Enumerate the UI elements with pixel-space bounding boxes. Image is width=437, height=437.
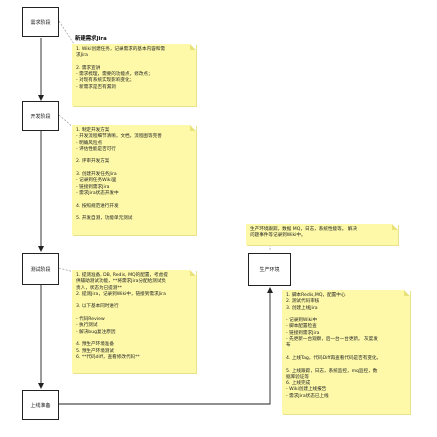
stage-label: 测试阶段 [30,266,51,273]
note-line: 1. 制定开发方案 [76,128,110,133]
note-production-launch: 1. 脚本Redis,MQ，配置中心 2. 测试代码审核 3. 创建上线Jira… [282,290,410,414]
note-production-tracking: 生产环境跟踪，数据 MQ，日志，系统性能等。 解决 问题事件等记录到Wiki中。 [246,224,398,245]
note-line: 据库验证等 [286,374,309,380]
stage-label: 需求阶段 [30,19,51,26]
stage-label: 开发阶段 [30,113,51,120]
note-line: 2. 提测Jira，记录到Wiki中，链接到需求Jira [76,291,166,297]
note-line: - 需求Jira状态开发中 [76,190,119,196]
note-line: - 开发流程细节清晰，文档，流程图等完善 [76,134,162,140]
note-line: 1. Wiki创建任务，记录需求的基本内容和需 [76,47,165,52]
note-line: - 脚本配置检查 [286,324,317,330]
note-line: - 记录到Wiki中 [286,318,318,324]
note-line: 供辅助测试功能，**将需求Jira分配给测试负 [76,279,167,285]
note-line: 1. 脚本Redis,MQ，配置中心 [286,293,346,298]
diagram-title: 新建需求Jira [75,36,107,42]
note-line: - 评估性能是否可行 [76,146,116,152]
note-line: 生产环境跟踪，数据 MQ，日志，系统性能等。 解决 [250,227,357,232]
note-line: - 执行测试 [76,323,98,329]
note-line: 4. 上线Tag，代码Diff再查看代码是否有变化。 [286,355,382,361]
note-requirements: 1. Wiki创建任务，记录需求的基本内容和需 求Jira 2. 需求宣讲 - … [72,44,196,106]
production-environment-box[interactable]: 生产环境 [248,253,291,286]
note-line: - 链接到需求Jira [76,184,110,190]
note-line: - 代码Review [76,317,105,323]
note-line: - 需求梳理，需要的功能点，修改点； [76,72,153,78]
note-line: - 需求Jira状态已上线 [286,393,329,399]
stage-label: 上线准备 [30,402,51,409]
note-line: 3. 以下基本同时进行 [76,304,119,310]
note-line: 责人，状态为已提测** [76,285,122,291]
stage-launch-prep[interactable]: 上线准备 [22,390,59,420]
note-line: 2. 需求宣讲 [76,65,101,71]
note-line: 2. 评审开发方案 [76,159,110,165]
note-line: - 先更新一台观察，后一台一台更新。 灰度发 [286,337,378,343]
note-line: - 记录到任务Wiki里 [76,178,117,184]
note-line: - 解决bug复注原因 [76,329,116,335]
note-line: 布 [286,343,291,349]
stage-testing[interactable]: 测试阶段 [22,253,59,285]
stage-requirements[interactable]: 需求阶段 [22,7,59,37]
note-development: 1. 制定开发方案 - 开发流程细节清晰，文档，流程图等完善 - 明确风险点 -… [72,125,196,235]
note-line: 2. 测试代码审核 [286,299,320,305]
note-line: 4. 预生产环境准备 [76,342,115,348]
link-req-note [58,20,75,45]
note-line: 3. 创建开发任务Jira [76,172,117,178]
note-line: - 新需求是否有漏洞 [76,84,116,90]
note-line: 3. 创建上线Jira [286,305,318,311]
note-testing: 1. 提测准备, DB, Redis, MQ的配置，考虑提 供辅助测试功能，**… [72,270,196,373]
note-line: - 对现有系统实现影响变化； [76,78,135,84]
note-line: 5. 开发自测，功能单元测试 [76,216,133,222]
note-line: 1. 提测准备, DB, Redis, MQ的配置，考虑提 [76,273,168,278]
arrow-launch-to-prod [59,287,273,405]
note-line: 4. 按照规范进行开发 [76,203,119,209]
note-line: 5. 预生产环境测试 [76,348,115,354]
note-line: 6. 上线完成 [286,381,311,387]
note-line: - Wiki创建上线报告 [286,387,327,393]
note-line: 5. 上线跟踪，日志，系统监控，mq监控，数 [286,368,378,374]
note-line: - 链接到需求Jira [286,330,320,336]
note-line: - 明确风险点 [76,140,103,146]
note-line: 问题事件等记录到Wiki中。 [250,233,306,239]
stage-development[interactable]: 开发阶段 [22,101,59,131]
note-line: 求Jira [76,53,88,59]
prod-label: 生产环境 [259,267,280,273]
link-test-note [58,267,75,273]
note-line: 6. **代码diff，查看修改代码** [76,354,140,360]
